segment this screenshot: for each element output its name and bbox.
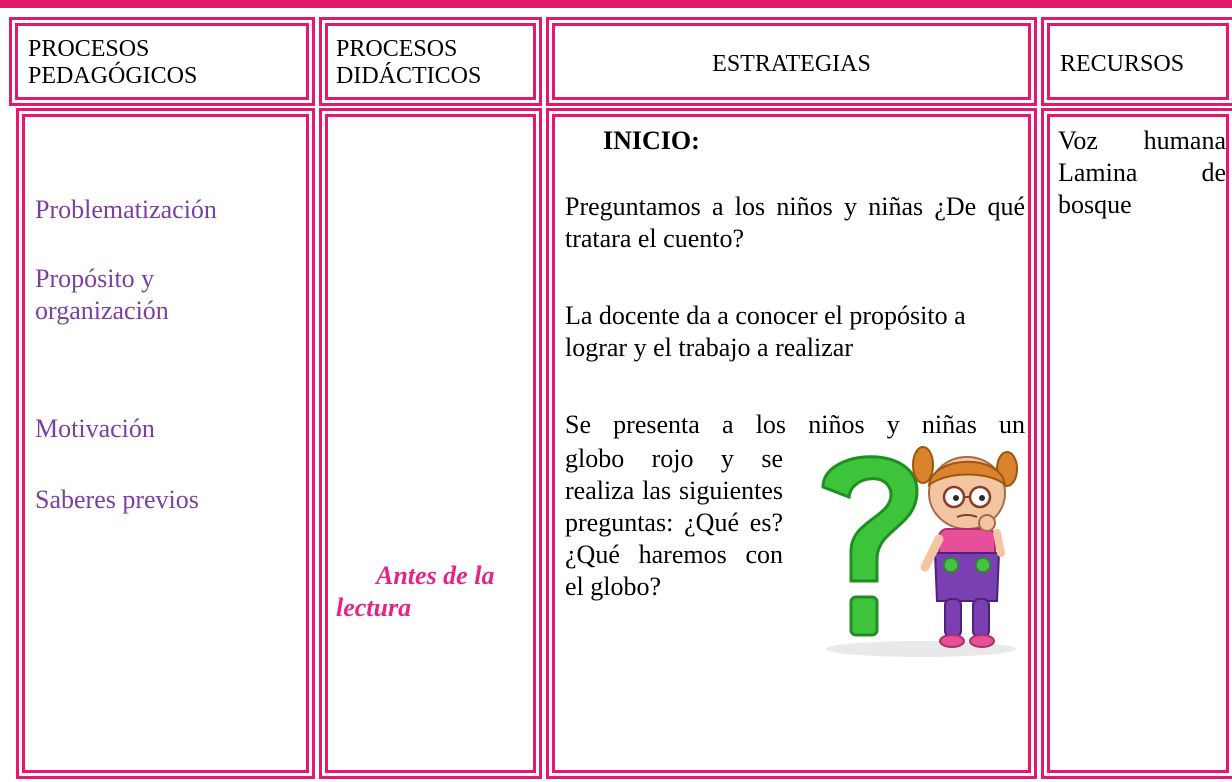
item-problematizacion: Problematización [35, 195, 217, 224]
antes-de-la-lectura-label: Antes de la lectura [336, 561, 495, 622]
estrategias-paragraph-3-line: Se presenta a los niños y niñas un [565, 410, 1025, 439]
header-pedagogicos-label: PROCESOS PEDAGÓGICOS [28, 36, 198, 89]
estrategias-paragraph-1: Preguntamos a los niños y niñas ¿De qué … [565, 192, 1025, 253]
header-cell-recursos: RECURSOS [1047, 23, 1229, 100]
body-cell-didacticos: Antes de la lectura [325, 114, 536, 773]
girl-with-question-mark-icon [811, 441, 1025, 661]
header-estrategias-label: ESTRATEGIAS [712, 51, 871, 77]
header-cell-pedagogicos: PROCESOS PEDAGÓGICOS [15, 23, 309, 100]
header-cell-estrategias: ESTRATEGIAS [552, 23, 1031, 100]
item-proposito-organizacion: Propósito y organización [35, 264, 169, 325]
header-recursos-label: RECURSOS [1060, 51, 1185, 77]
header-cell-didacticos: PROCESOS DIDÁCTICOS [325, 23, 536, 100]
item-motivacion: Motivación [35, 414, 155, 443]
recursos-text: Voz humana Lamina de bosque [1058, 126, 1226, 219]
item-saberes-previos: Saberes previos [35, 485, 199, 514]
body-cell-pedagogicos: Problematización Propósito y organizació… [22, 114, 309, 773]
body-cell-recursos: Voz humana Lamina de bosque [1047, 114, 1229, 773]
inicio-heading: INICIO: [603, 126, 700, 155]
body-cell-estrategias: INICIO: Preguntamos a los niños y niñas … [552, 114, 1031, 773]
estrategias-paragraph-2: La docente da a conocer el propósito a l… [565, 301, 966, 362]
header-didacticos-label: PROCESOS DIDÁCTICOS [336, 36, 482, 89]
estrategias-paragraph-3-rest: globo rojo y se realiza las siguientes p… [565, 444, 783, 601]
top-border-band [0, 0, 1232, 8]
